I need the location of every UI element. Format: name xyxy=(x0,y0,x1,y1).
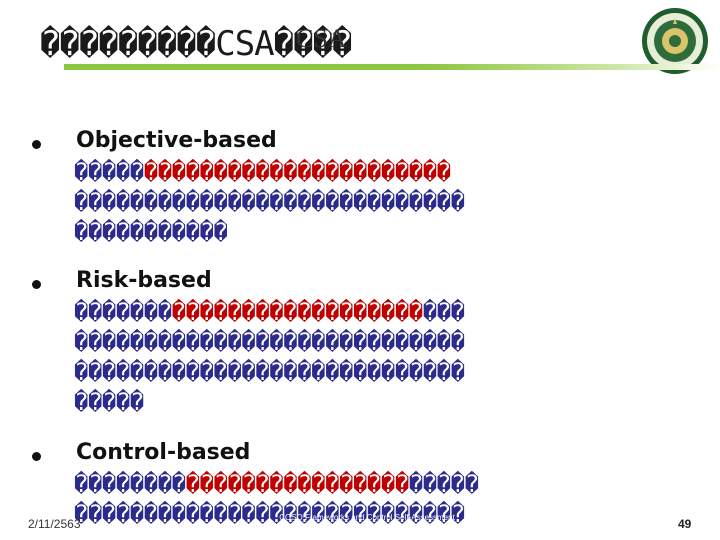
section-heading: Objective-based xyxy=(76,128,277,153)
body-text-blue: ���������������������������� xyxy=(74,358,465,386)
body-text-blue: ����� xyxy=(408,470,479,498)
body-line: ����������� xyxy=(74,218,228,247)
title-underline xyxy=(64,64,720,70)
body-text-blue: ���������������������������� xyxy=(74,328,465,356)
body-line: ���������������������������� xyxy=(74,500,465,529)
body-line: ���������������������������� xyxy=(74,358,465,387)
page-number: 49 xyxy=(678,517,692,531)
section-risk-based: Risk-based ���������������������������� … xyxy=(32,268,720,418)
body-text-blue: ����� xyxy=(74,388,144,416)
body-line: ���������������������������� xyxy=(74,188,465,217)
bullet-dot xyxy=(32,452,41,461)
university-seal-logo xyxy=(642,8,708,74)
body-line: ����������������������������� xyxy=(74,470,479,499)
body-text-red: ������������������ xyxy=(171,298,424,326)
body-text-red: ���������������� xyxy=(185,470,410,498)
footer-date: 2/11/2563 xyxy=(28,517,81,531)
body-text-blue: ����� xyxy=(74,158,144,186)
body-text-blue: ���������������������������� xyxy=(74,500,465,528)
body-text-red: ���������������������� xyxy=(143,158,451,186)
body-line: ��������������������������� xyxy=(74,158,451,187)
body-text-blue: ���������������������������� xyxy=(74,188,465,216)
body-text-blue: ����������� xyxy=(74,218,228,246)
body-line: ����� xyxy=(74,388,144,417)
body-text-blue: ��� xyxy=(422,298,465,326)
body-text-blue: �������� xyxy=(74,470,186,498)
footer-caption: COSO Frameworks and Control Self-Assessm… xyxy=(262,513,472,535)
section-heading: Risk-based xyxy=(76,268,212,293)
body-line: ���������������������������� xyxy=(74,298,465,327)
footer-caption-line: COSO Frameworks and Control Self-Assessm… xyxy=(279,513,455,522)
body-text-blue: ������� xyxy=(74,298,172,326)
slide-title: ���������CSA���� xyxy=(40,24,353,64)
bullet-dot xyxy=(32,140,41,149)
section-control-based: Control-based ��������������������������… xyxy=(32,440,720,536)
body-line: ���������������������������� xyxy=(74,328,465,357)
slide-title-overlay: CSA xyxy=(296,24,347,53)
section-objective-based: Objective-based ������������������������… xyxy=(32,128,720,256)
section-heading: Control-based xyxy=(76,440,251,465)
bullet-dot xyxy=(32,280,41,289)
footer-caption-line: ไพรัช ธรรมวิสุทธิ์ pairat@isoo.co.th xyxy=(304,523,430,532)
